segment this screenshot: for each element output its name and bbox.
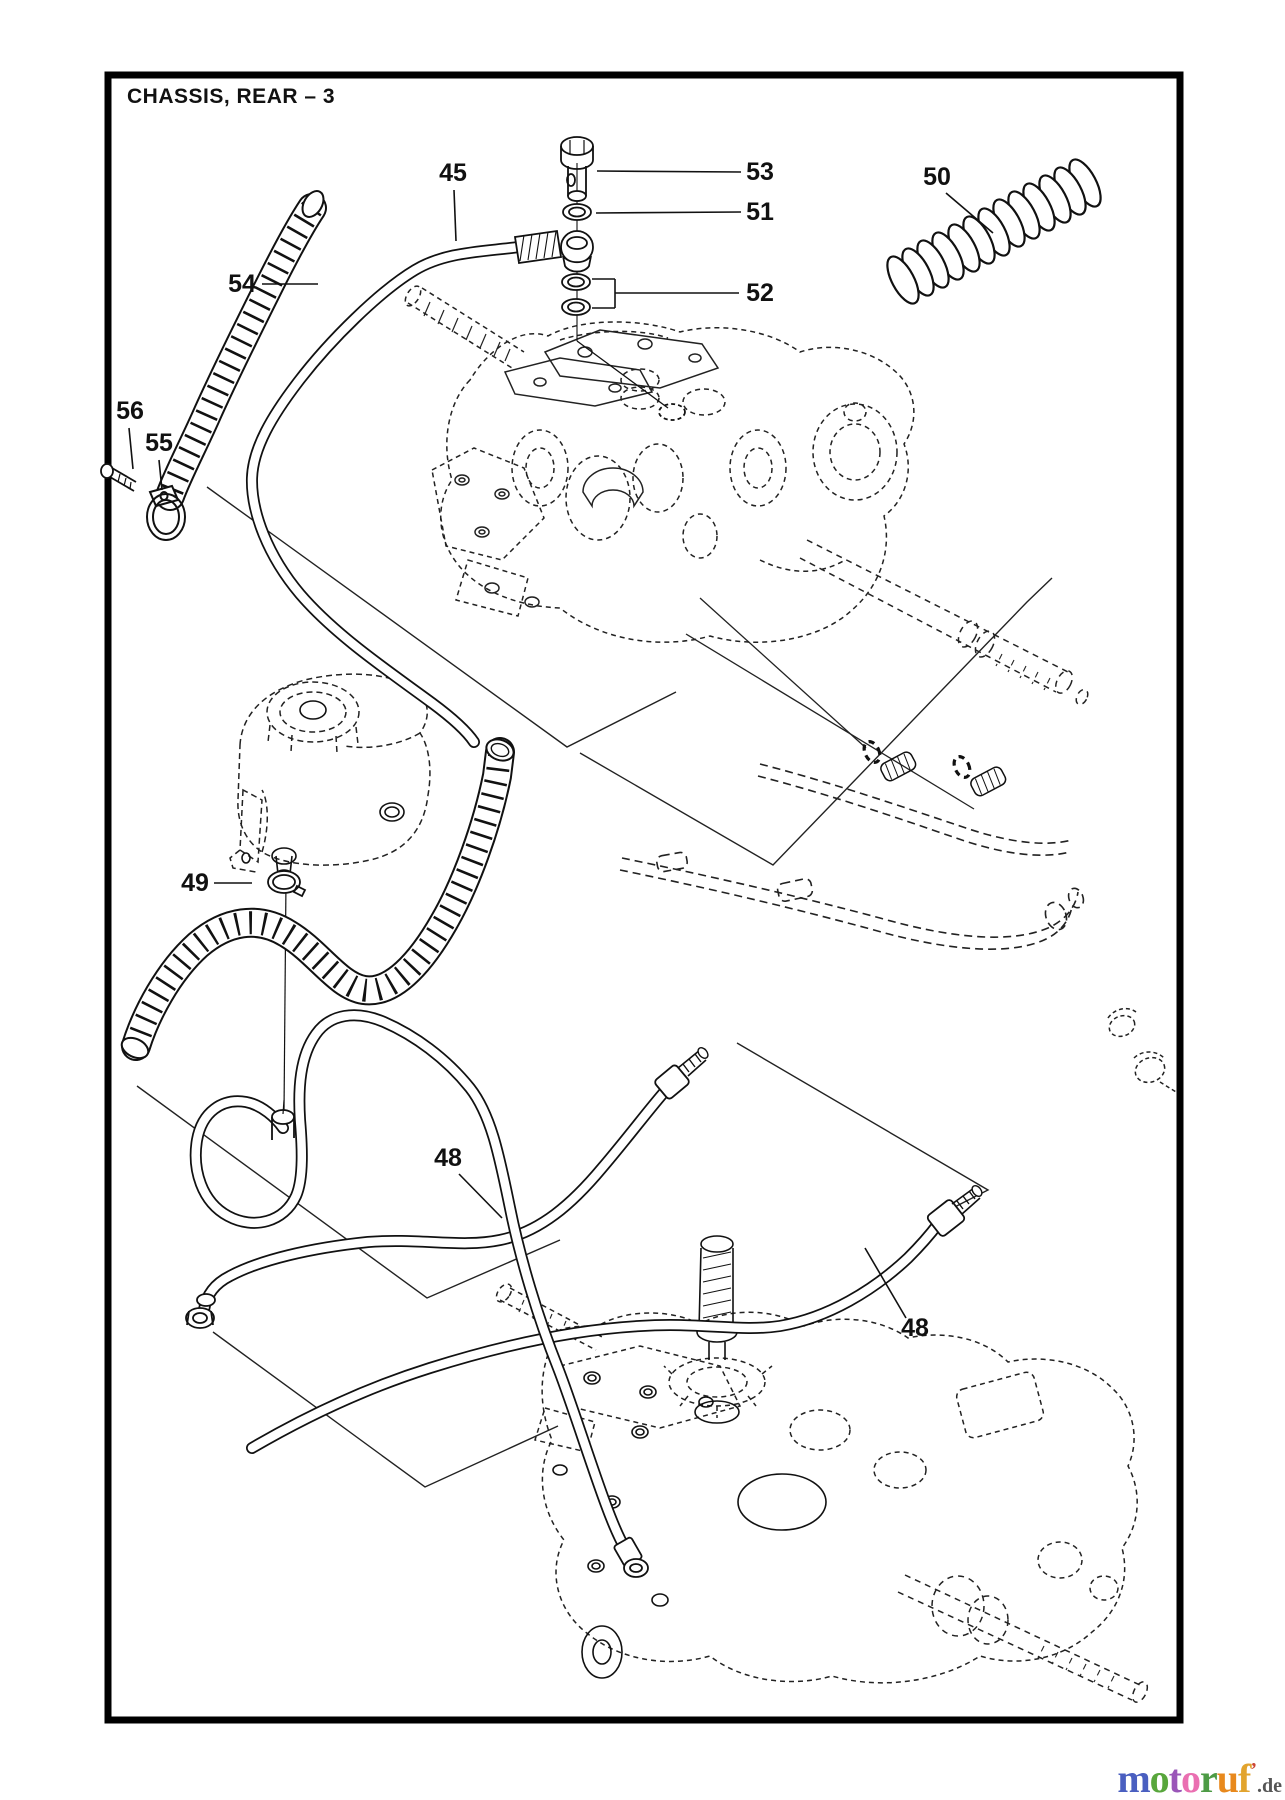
screw-56 — [100, 463, 137, 492]
edge-fittings — [1107, 1007, 1177, 1093]
lower-axle-shaft — [897, 1574, 1149, 1703]
part-labels: 45 53 51 52 50 54 56 55 49 48 48 — [116, 158, 951, 1342]
threaded-tip-48-right — [926, 1184, 983, 1237]
p-clamp-55 — [146, 484, 186, 541]
vertical-spline-hatch — [702, 1251, 732, 1319]
spline-hatch — [423, 301, 511, 362]
logo-letter: t — [1168, 1756, 1182, 1800]
hose-48-right — [246, 1184, 983, 1454]
page-title: CHASSIS, REAR – 3 — [127, 85, 335, 108]
logo-letter: r — [1199, 1756, 1218, 1800]
logo-apostrophe: ’ — [1250, 1759, 1257, 1781]
banjo-eye — [560, 230, 594, 273]
label-48-left: 48 — [434, 1144, 462, 1172]
threaded-tip-48-left — [654, 1047, 709, 1100]
hose-45 — [245, 241, 525, 748]
mid-line-fittings — [862, 740, 1007, 797]
ribbed-hose-54 — [155, 190, 327, 511]
reservoir-tank — [229, 673, 431, 873]
banjo-bolt-53 — [560, 136, 594, 202]
lower-transmission — [495, 1283, 1138, 1684]
fitting-barrel-1 — [880, 751, 917, 782]
upper-axle-shaft — [799, 539, 1089, 706]
label-52: 52 — [746, 279, 774, 307]
motoruf-watermark: motoruf’.de — [1117, 1759, 1282, 1799]
hose-ferrule — [513, 229, 563, 265]
axle-spline-hatch — [995, 653, 1051, 691]
logo-letter: o — [1149, 1756, 1170, 1800]
hose-open-end — [271, 1099, 295, 1140]
washer-51 — [562, 203, 592, 221]
hose-clamp-49 — [267, 870, 307, 898]
logo-suffix: .de — [1257, 1775, 1282, 1797]
upper-transmission — [404, 285, 915, 643]
logo-letter: u — [1216, 1756, 1239, 1800]
reservoir-tank-solid-details — [241, 700, 405, 1113]
label-56: 56 — [116, 397, 144, 425]
ribbed-hose-lower — [120, 737, 515, 1061]
label-51: 51 — [746, 198, 774, 226]
dashed-hoses — [619, 763, 1085, 950]
fitting-pointer-lines — [685, 597, 975, 810]
label-54: 54 — [228, 270, 256, 298]
logo-letter: o — [1180, 1756, 1201, 1800]
stack-port-leader — [576, 340, 669, 409]
lower-axle-spline-hatch — [1037, 1645, 1115, 1689]
banjo-stack — [513, 136, 686, 421]
bolt-rings — [454, 474, 540, 608]
label-45: 45 — [439, 159, 467, 187]
upper-transmission-details — [423, 301, 720, 608]
spring-50 — [886, 158, 1102, 305]
hose-end-nut — [613, 1536, 649, 1578]
label-49: 49 — [181, 869, 209, 897]
logo-letter: m — [1117, 1756, 1150, 1800]
diagram-frame — [104, 71, 1184, 1724]
fitting-barrel-2 — [970, 766, 1007, 797]
hose-48-left — [185, 1047, 709, 1329]
label-50: 50 — [923, 163, 951, 191]
label-53: 53 — [746, 158, 774, 186]
washers-52 — [561, 273, 591, 316]
logo-letter: f — [1238, 1756, 1251, 1800]
label-48-right: 48 — [901, 1314, 929, 1342]
label-leader-lines — [128, 170, 994, 1319]
lower-transmission-solid-details — [552, 1235, 827, 1679]
panel-outline-lines — [136, 486, 1053, 1488]
tank-drain-line — [283, 879, 287, 1113]
tank-loop-hose — [189, 1009, 649, 1578]
elbow-fitting — [185, 1293, 216, 1329]
label-55: 55 — [145, 429, 173, 457]
